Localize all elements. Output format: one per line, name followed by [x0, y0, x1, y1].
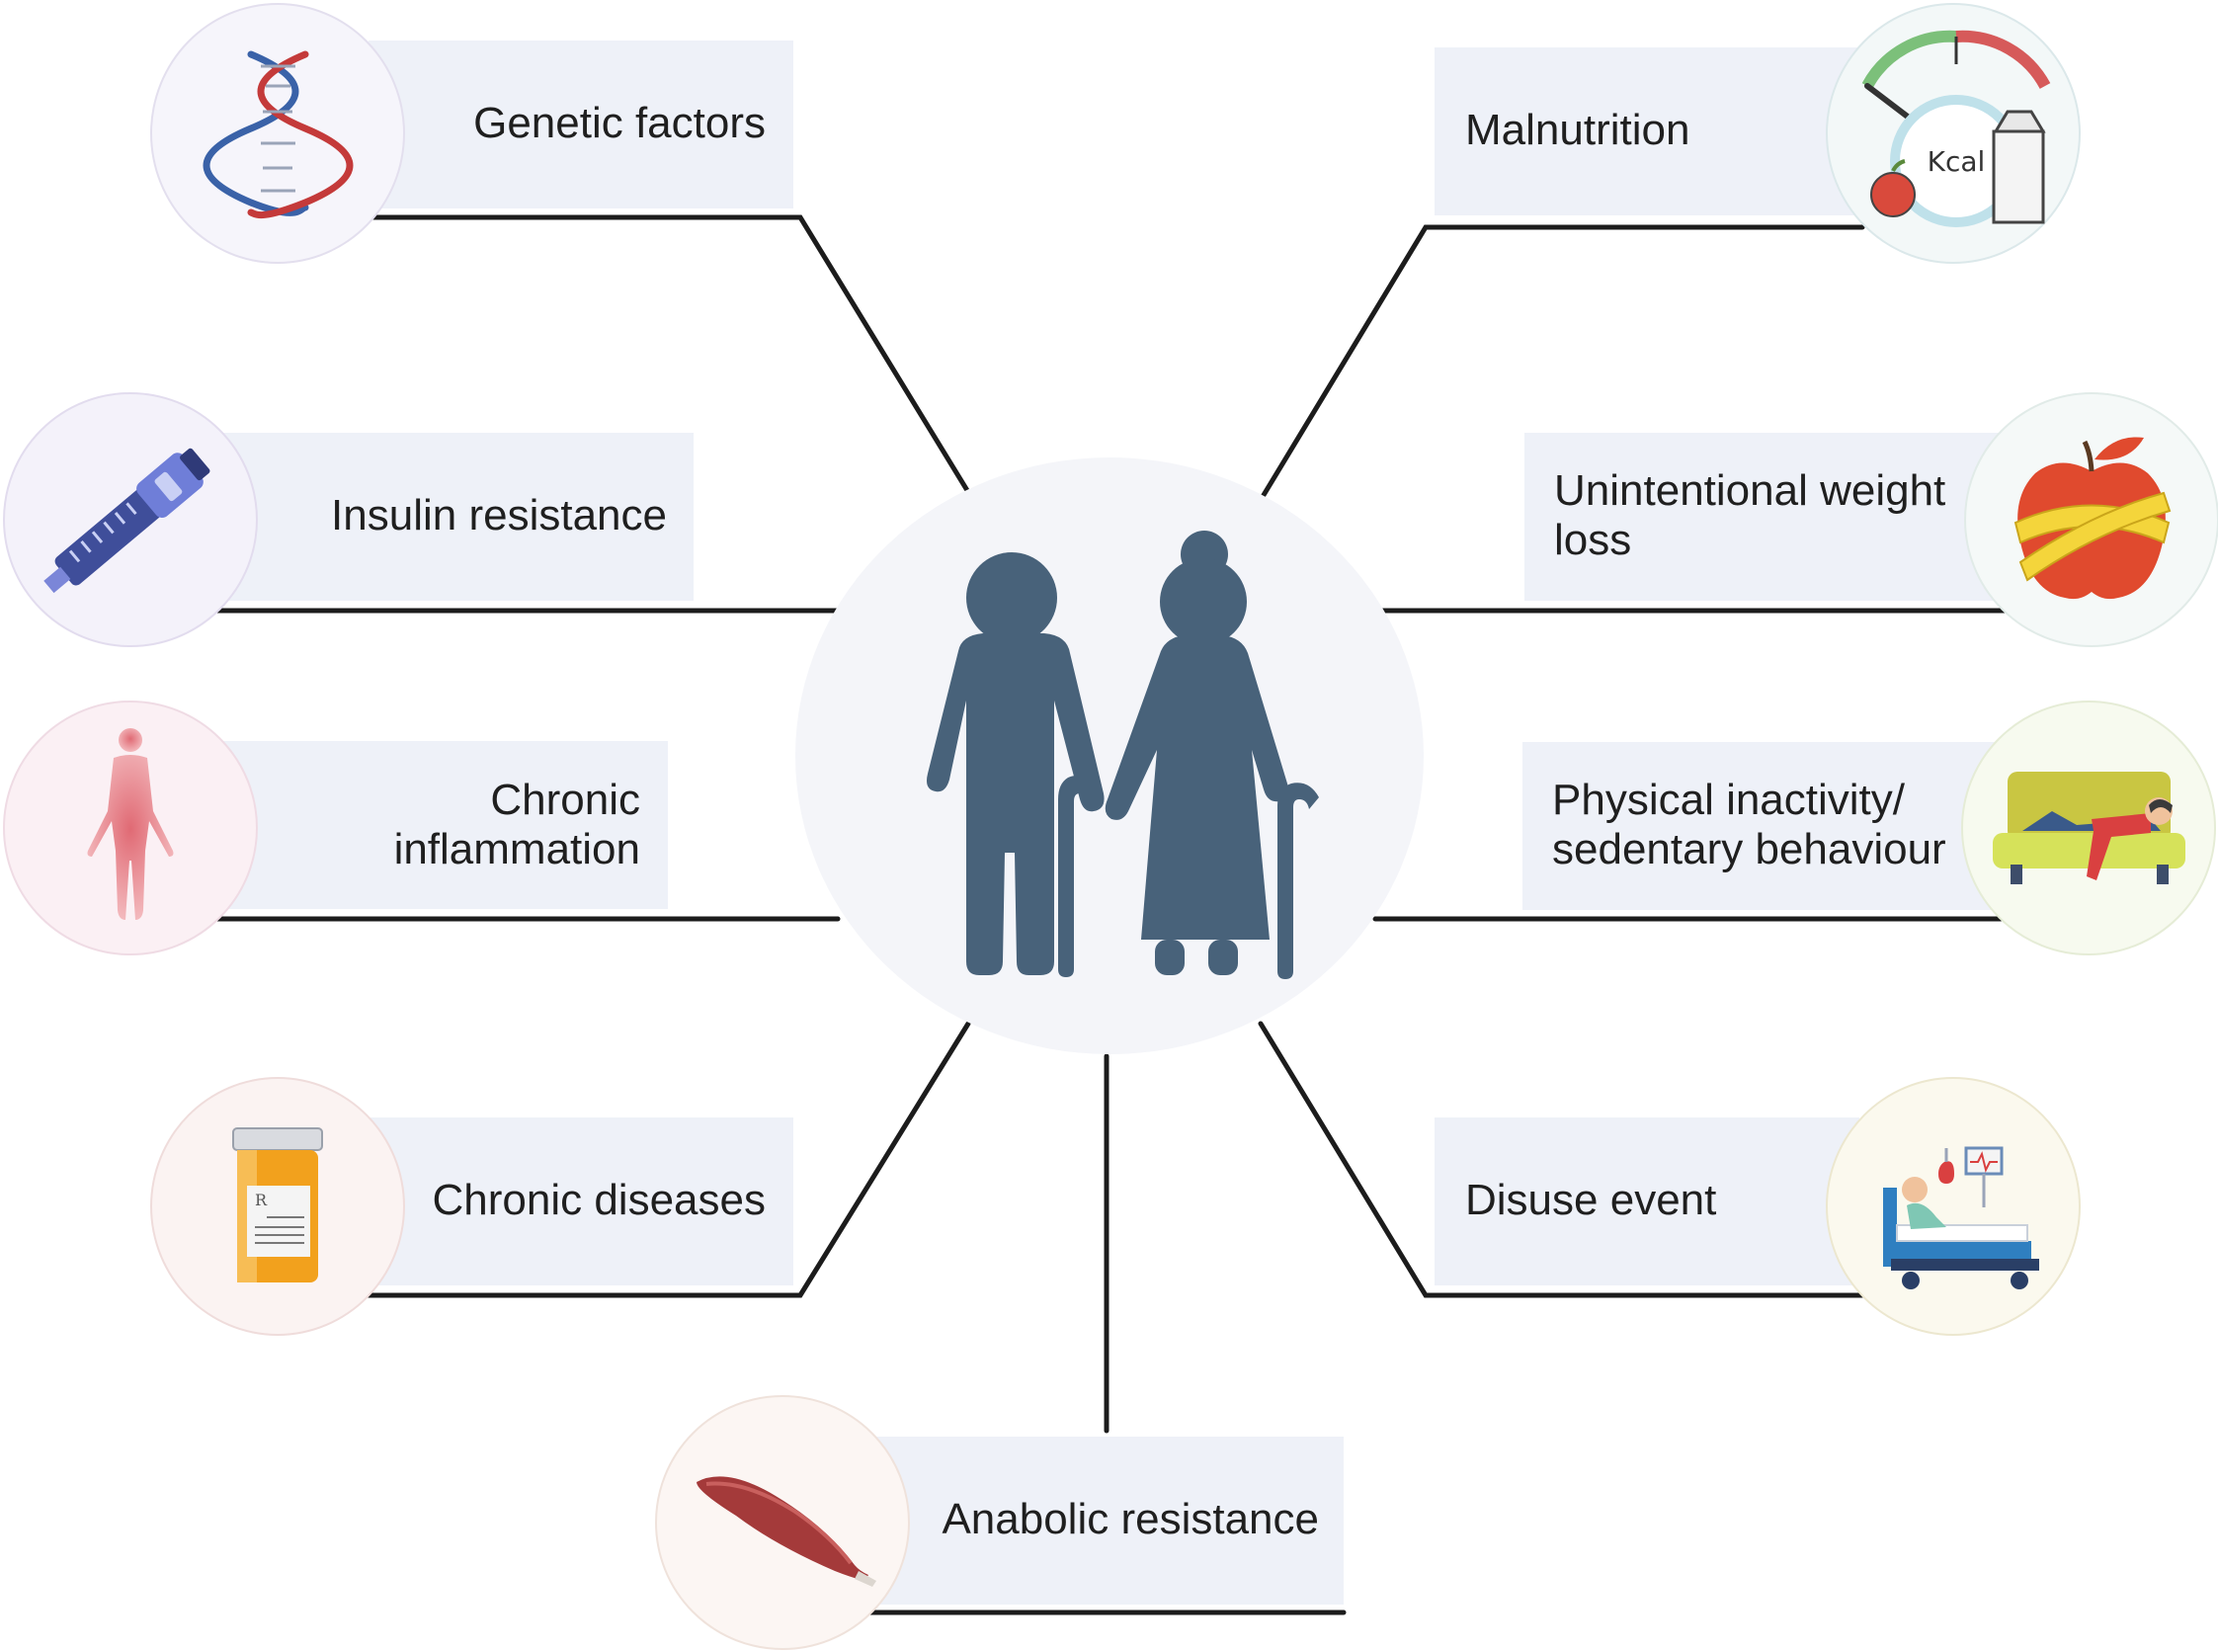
- muscle-icon: [697, 1476, 876, 1587]
- label-chronic-diseases: Chronic diseases: [432, 1176, 767, 1224]
- panel-insulin: [222, 433, 694, 601]
- svg-text:R: R: [255, 1191, 268, 1209]
- elderly-couple-icon: [927, 531, 1319, 979]
- apple-measuring-tape-icon: [2013, 437, 2172, 600]
- panel-inflammation: [222, 741, 668, 909]
- circle-diseases: R: [150, 1077, 405, 1336]
- connector-malnutrition: [1258, 224, 1865, 503]
- label-disuse-event: Disuse event: [1465, 1176, 1717, 1224]
- center-circle: [795, 457, 1424, 1054]
- human-body-icon: [87, 728, 174, 920]
- panel-genetic: [369, 41, 793, 208]
- panel-anabolic: [869, 1437, 1344, 1605]
- insulin-pen-icon: [43, 448, 210, 594]
- kcal-scale-icon: Kcal: [1861, 30, 2051, 227]
- label-physical-inactivity: Physical inactivity/ sedentary behaviour: [1552, 776, 1946, 873]
- hospital-bed-icon: [1883, 1146, 2039, 1289]
- pill-bottle-icon: R: [232, 1127, 323, 1282]
- label-malnutrition: Malnutrition: [1465, 106, 1690, 154]
- circle-malnutrition: Kcal: [1826, 3, 2081, 264]
- connector-genetic: [363, 214, 971, 495]
- circle-genetic: [150, 3, 405, 264]
- panel-inactivity: [1522, 742, 1997, 910]
- label-chronic-inflammation: Chronic inflammation: [393, 776, 640, 873]
- panel-diseases: [369, 1117, 793, 1285]
- kcal-text: Kcal: [1928, 145, 1986, 178]
- dna-icon: [203, 50, 354, 218]
- panel-disuse: [1435, 1117, 1859, 1285]
- circle-anabolic: [655, 1395, 910, 1650]
- connector-diseases: [363, 1021, 971, 1298]
- circle-weight-loss: [1964, 392, 2218, 647]
- couch-person-icon: [1993, 772, 2185, 884]
- panel-weight-loss: [1524, 433, 1999, 601]
- label-anabolic-resistance: Anabolic resistance: [942, 1495, 1319, 1543]
- connector-disuse: [1258, 1021, 1865, 1298]
- label-insulin-resistance: Insulin resistance: [331, 491, 667, 539]
- circle-disuse: [1826, 1077, 2081, 1336]
- circle-insulin: [3, 392, 258, 647]
- circle-inflammation: [3, 701, 258, 955]
- panel-malnutrition: [1435, 47, 1859, 215]
- label-genetic-factors: Genetic factors: [473, 99, 766, 147]
- label-unintentional-weight-loss: Unintentional weight loss: [1554, 466, 1946, 564]
- circle-inactivity: [1961, 701, 2216, 955]
